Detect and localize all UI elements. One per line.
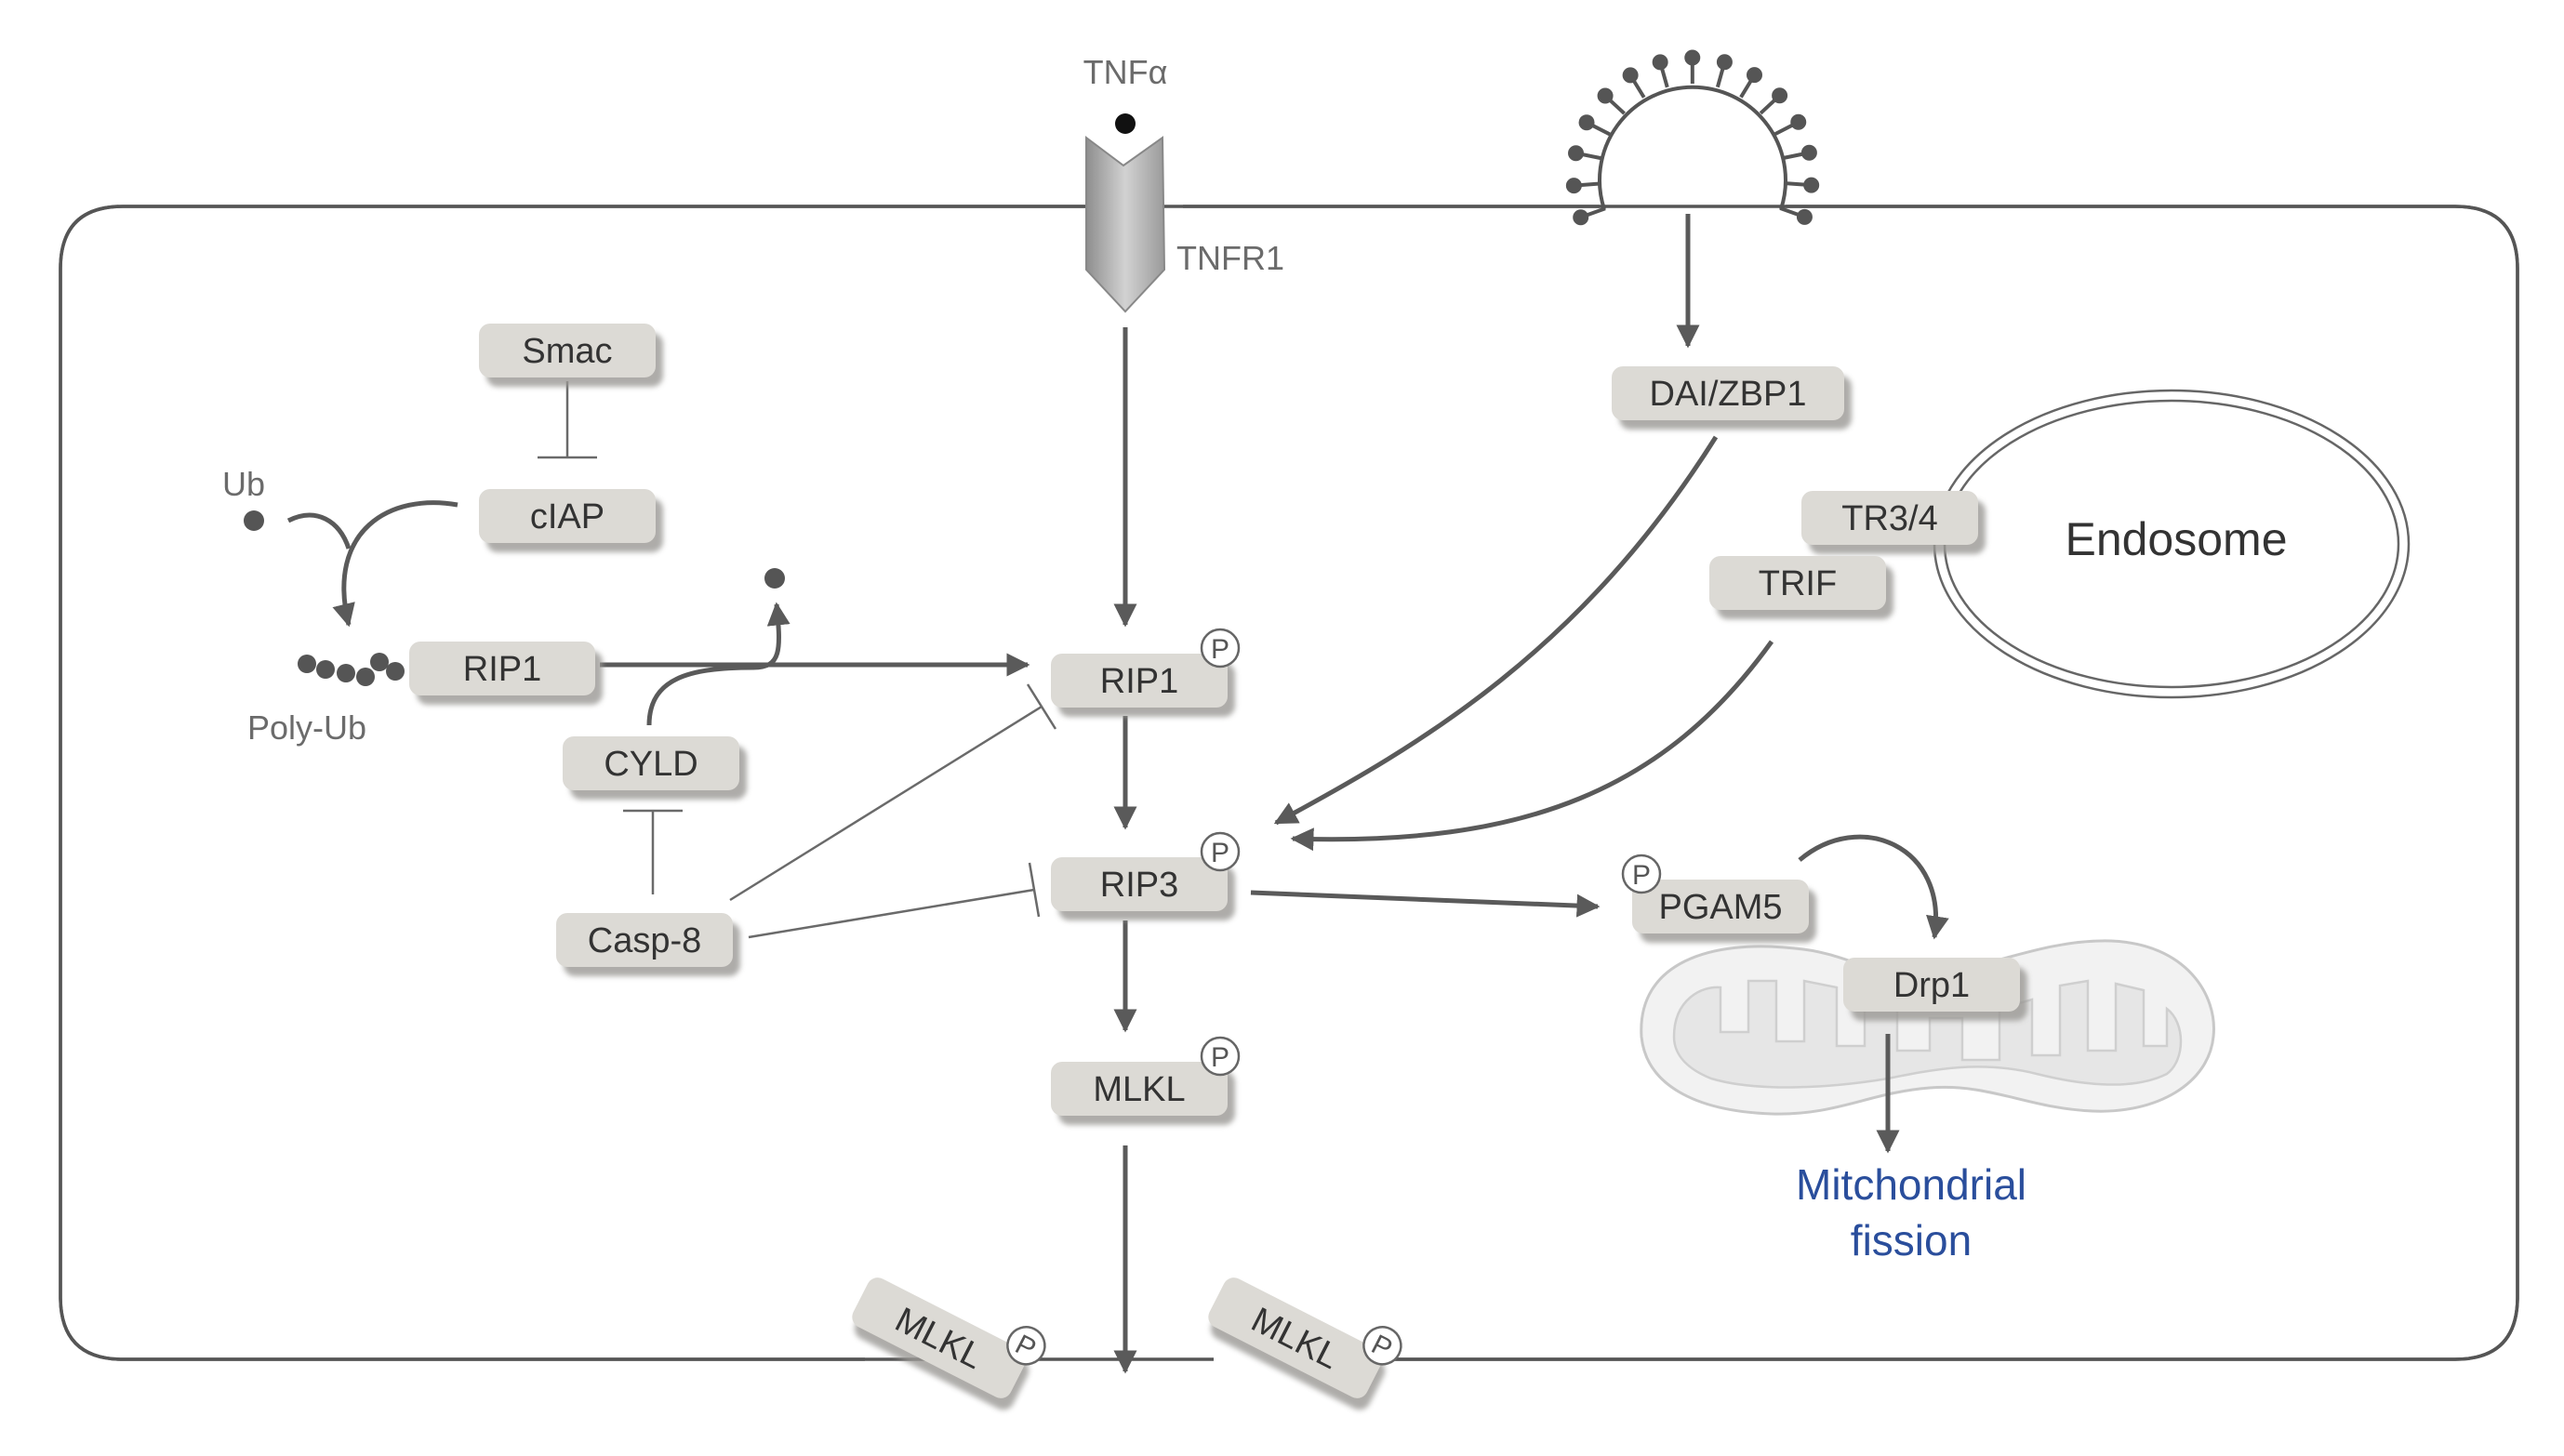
protein-label: TRIF (1759, 564, 1837, 603)
phospho-circle (1200, 628, 1241, 668)
inhibit-casp8-rip3 (748, 888, 1035, 939)
phospho-circle (1621, 854, 1662, 894)
protein-box-smac: Smac (479, 324, 663, 387)
protein-label: Drp1 (1893, 966, 1970, 1005)
virus-spike-head (1746, 67, 1762, 84)
phospho-circle (1362, 1326, 1402, 1366)
arrow-cyld-deub (646, 602, 790, 726)
phospho-label: P (1211, 1042, 1229, 1073)
arrow-dai-rip3 (1273, 435, 1719, 826)
protein-label: Casp-8 (588, 921, 702, 960)
protein-label: RIP3 (1100, 866, 1178, 905)
arrow-ciap-ub (332, 500, 458, 628)
inhibit-casp8-rip1 (729, 705, 1043, 902)
virus-spike-head (1565, 178, 1582, 194)
phospho-circle (1006, 1326, 1046, 1366)
virus-spike-head (1622, 67, 1639, 84)
protein-box-mlkl-p: MLKL P (1051, 1036, 1241, 1125)
protein-box-ciap: cIAP (479, 489, 663, 552)
membrane-outline (59, 205, 2519, 1361)
mitochondrial-fission-label-line2: fission (1851, 1216, 1972, 1264)
tnfa-ligand-dot (1115, 113, 1136, 134)
protein-label: RIP1 (463, 650, 541, 689)
arrow-trif-rip3 (1290, 640, 1774, 852)
box-body (1801, 491, 1978, 545)
mitochondrion-icon (1640, 939, 2215, 1116)
tnfr1-label: TNFR1 (1176, 239, 1284, 277)
box-body (479, 489, 656, 543)
protein-label: Smac (522, 332, 612, 371)
endosome-label: Endosome (2065, 513, 2287, 565)
phospho-label: P (1632, 860, 1651, 891)
virus-spike-head (1800, 144, 1817, 161)
protein-box-tr3-4: TR3/4 (1801, 491, 1986, 554)
ub-dot (244, 510, 264, 531)
box-body (1843, 958, 2020, 1012)
virus-spike-head (1568, 145, 1585, 162)
protein-label: DAI/ZBP1 (1650, 375, 1807, 414)
box-body (1051, 857, 1228, 911)
virus-spike-head (1573, 209, 1589, 226)
protein-box-rip3-p: RIP3 P (1051, 831, 1241, 920)
protein-label: MLKL (1093, 1070, 1185, 1109)
phospho-circle (1200, 1036, 1241, 1077)
protein-label: cIAP (530, 497, 604, 536)
cell-membrane (59, 205, 2519, 1361)
box-body (1709, 556, 1886, 610)
virus-spike-head (1578, 114, 1595, 131)
protein-box-dai-zbp1: DAI/ZBP1 (1612, 366, 1852, 430)
protein-label: CYLD (604, 745, 697, 784)
protein-box-drp1: Drp1 (1843, 958, 2027, 1021)
protein-label: RIP1 (1100, 662, 1178, 701)
protein-label: PGAM5 (1658, 888, 1782, 927)
protein-box-trif: TRIF (1709, 556, 1893, 619)
box-body (1612, 366, 1844, 420)
arrow-pgam5-drp1 (1798, 834, 1949, 940)
virus-spike-head (1772, 87, 1788, 104)
protein-box-casp8: Casp-8 (556, 913, 740, 976)
virus-spike-head (1597, 87, 1614, 104)
ub-label: Ub (222, 465, 265, 503)
box-body (1632, 880, 1809, 933)
box-body (409, 642, 595, 695)
box-body (1051, 654, 1228, 708)
mitochondrial-fission-label-line1: Mitchondrial (1796, 1160, 2026, 1209)
protein-label: TR3/4 (1841, 499, 1937, 538)
box-body (479, 324, 656, 377)
poly-ub-label: Poly-Ub (247, 708, 366, 747)
box-body (852, 1277, 1027, 1398)
tnfa-label: TNFα (1083, 53, 1168, 91)
released-ub-dot (764, 568, 785, 589)
box-body (1208, 1277, 1383, 1398)
virus-spike-head (1796, 208, 1813, 225)
ubiquitin-dots (244, 510, 785, 686)
virus-spike-head (1803, 177, 1820, 193)
virus-spike-head (1716, 54, 1733, 71)
phospho-circle (1200, 831, 1241, 872)
virus-spike-head (1684, 49, 1701, 66)
receptor-icon (1085, 136, 1166, 313)
arrow-rip3-pgam5 (1250, 890, 1601, 918)
connections (286, 214, 1949, 1374)
phospho-label: P (1211, 838, 1229, 868)
box-body (563, 736, 739, 790)
virus-spike-head (1790, 113, 1807, 130)
inhibitions (538, 381, 1057, 939)
protein-box-rip1-p: RIP1 P (1051, 628, 1241, 717)
virus-icon (1565, 49, 1820, 226)
protein-box-cyld: CYLD (563, 736, 747, 800)
protein-box-rip1-ub: RIP1 (409, 642, 603, 705)
phospho-label: P (1211, 634, 1229, 665)
box-body (556, 913, 733, 967)
virus-spike-head (1652, 54, 1668, 71)
box-body (1051, 1062, 1228, 1116)
arc-ub-to-ciap (286, 512, 352, 549)
